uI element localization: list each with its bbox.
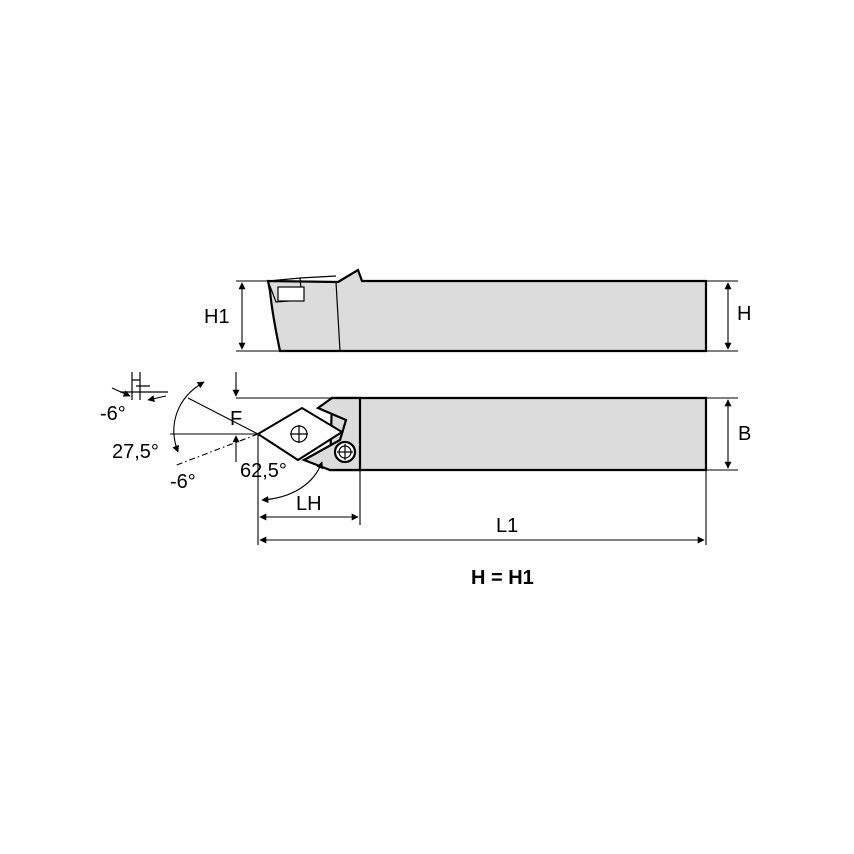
edge-angle-line: [187, 397, 259, 435]
f-label: F: [230, 408, 242, 430]
side-view-shank: [266, 268, 708, 353]
neg6-top-label: -6°: [100, 403, 126, 425]
h-label: H: [737, 303, 751, 325]
neg6-bottom-label: -6°: [170, 471, 196, 493]
neg6-top-arrow-right: [147, 395, 167, 403]
angle-275-label: 27,5°: [112, 441, 159, 463]
l1-label: L1: [496, 515, 518, 537]
neg6-top-arrow-left: [111, 387, 131, 397]
angle-275-arc: [172, 381, 205, 453]
lh-label: LH: [296, 493, 322, 515]
side-view-head-line: [335, 281, 341, 352]
angle-625-arc: [261, 461, 324, 504]
side-view-top-edge: [299, 275, 337, 279]
side-view: H1 H: [204, 268, 751, 353]
rake-angle-symbol: [120, 372, 168, 400]
equation-label: H = H1: [471, 567, 534, 589]
side-view-clamp-slot: [277, 286, 305, 302]
top-view-shank: [328, 396, 708, 472]
angle-625-label: 62,5°: [240, 460, 287, 482]
center-dash-line: [173, 433, 259, 467]
h1-label: H1: [204, 306, 230, 328]
b-label: B: [738, 423, 751, 445]
top-view: B F 27,5° 62,5° -6° -6° LH L1: [100, 372, 751, 545]
